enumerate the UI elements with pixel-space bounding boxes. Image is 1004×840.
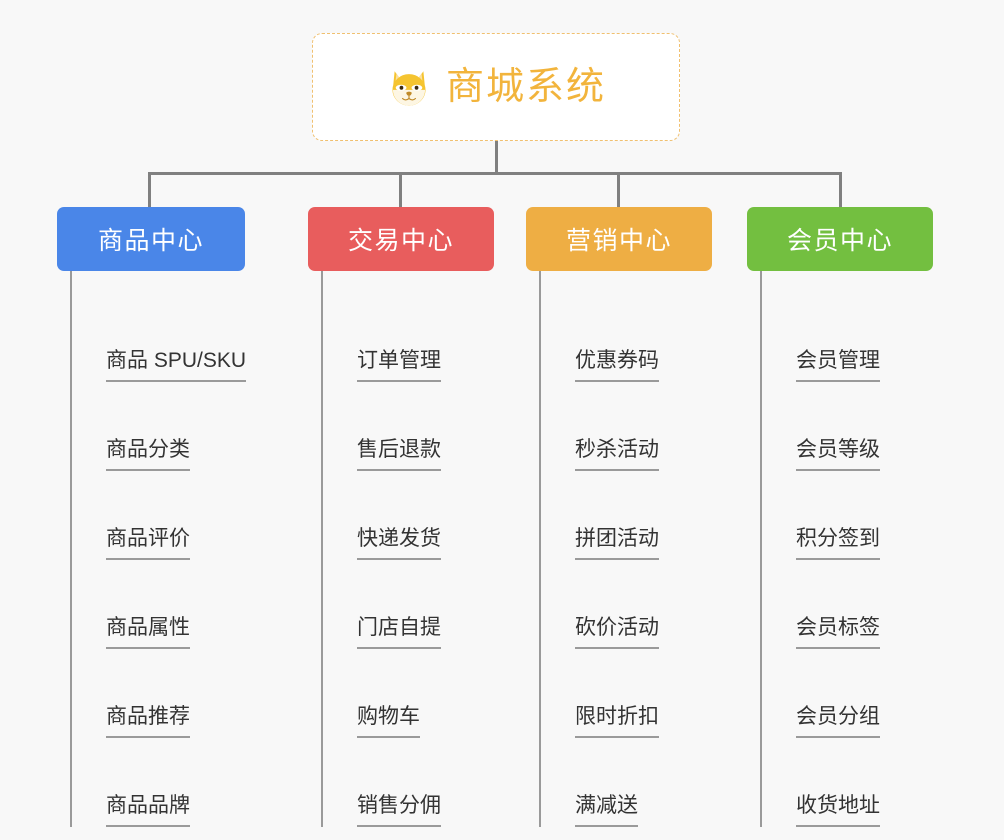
- list-item[interactable]: 满减送: [541, 738, 712, 827]
- leaf-label: 会员管理: [796, 348, 880, 382]
- list-item[interactable]: 拼团活动: [541, 471, 712, 560]
- list-item[interactable]: 商品品牌: [72, 738, 245, 827]
- list-item[interactable]: 商品 SPU/SKU: [72, 293, 247, 382]
- leaf-list-trade-center: 订单管理 售后退款 快递发货 门店自提 购物车 销售分佣: [321, 271, 494, 827]
- list-item[interactable]: 限时折扣: [541, 649, 712, 738]
- list-item[interactable]: 商品属性: [72, 560, 245, 649]
- category-box-member-center[interactable]: 会员中心: [747, 207, 933, 271]
- list-item[interactable]: 购物车: [323, 649, 494, 738]
- leaf-label: 商品分类: [106, 437, 190, 471]
- list-item[interactable]: 优惠券码: [541, 293, 712, 382]
- leaf-list-member-center: 会员管理 会员等级 积分签到 会员标签 会员分组 收货地址: [760, 271, 933, 827]
- category-label: 营销中心: [565, 227, 672, 255]
- leaf-label: 砍价活动: [575, 615, 659, 649]
- leaf-label: 售后退款: [357, 437, 441, 471]
- column-trade-center: 交易中心 订单管理 售后退款 快递发货 门店自提 购物车 销售分佣: [308, 207, 494, 827]
- category-box-product-center[interactable]: 商品中心: [57, 207, 245, 271]
- leaf-label: 商品属性: [106, 615, 190, 649]
- leaf-label: 会员等级: [796, 437, 880, 471]
- category-label: 会员中心: [786, 227, 893, 255]
- leaf-label: 秒杀活动: [575, 437, 659, 471]
- list-item[interactable]: 会员管理: [762, 293, 933, 382]
- list-item[interactable]: 商品评价: [72, 471, 245, 560]
- leaf-label: 商品 SPU/SKU: [106, 348, 247, 382]
- leaf-label: 商品推荐: [106, 704, 190, 738]
- list-item[interactable]: 会员标签: [762, 560, 933, 649]
- column-marketing-center: 营销中心 优惠券码 秒杀活动 拼团活动 砍价活动 限时折扣 满减送: [526, 207, 712, 827]
- connector-horizontal-bar: [148, 172, 842, 175]
- connector-drop-trade-center: [399, 172, 402, 208]
- leaf-label: 购物车: [357, 704, 420, 738]
- root-node-label: 商城系统: [445, 66, 606, 108]
- list-item[interactable]: 收货地址: [762, 738, 933, 827]
- list-item[interactable]: 售后退款: [323, 382, 494, 471]
- leaf-label: 收货地址: [796, 793, 880, 827]
- leaf-label: 拼团活动: [575, 526, 659, 560]
- leaf-label: 积分签到: [796, 526, 880, 560]
- list-item[interactable]: 会员分组: [762, 649, 933, 738]
- leaf-label: 会员标签: [796, 615, 880, 649]
- leaf-list-product-center: 商品 SPU/SKU 商品分类 商品评价 商品属性 商品推荐 商品品牌: [70, 271, 247, 827]
- category-box-trade-center[interactable]: 交易中心: [308, 207, 494, 271]
- list-item[interactable]: 商品推荐: [72, 649, 245, 738]
- category-label: 交易中心: [347, 227, 454, 255]
- connector-drop-product-center: [148, 172, 151, 208]
- connector-stem: [495, 141, 498, 174]
- list-item[interactable]: 积分签到: [762, 471, 933, 560]
- leaf-label: 商品评价: [106, 526, 190, 560]
- list-item[interactable]: 商品分类: [72, 382, 245, 471]
- category-box-marketing-center[interactable]: 营销中心: [526, 207, 712, 271]
- list-item[interactable]: 销售分佣: [323, 738, 494, 827]
- leaf-label: 订单管理: [357, 348, 441, 382]
- list-item[interactable]: 订单管理: [323, 293, 494, 382]
- leaf-label: 快递发货: [357, 526, 441, 560]
- connector-drop-member-center: [839, 172, 842, 208]
- leaf-label: 门店自提: [357, 615, 441, 649]
- category-label: 商品中心: [97, 227, 204, 255]
- connector-drop-marketing-center: [617, 172, 620, 208]
- leaf-list-marketing-center: 优惠券码 秒杀活动 拼团活动 砍价活动 限时折扣 满减送: [539, 271, 712, 827]
- leaf-label: 优惠券码: [575, 348, 659, 382]
- root-node-mall-system[interactable]: 商城系统: [312, 33, 680, 141]
- shiba-dog-face-icon: [386, 64, 432, 110]
- list-item[interactable]: 秒杀活动: [541, 382, 712, 471]
- column-product-center: 商品中心 商品 SPU/SKU 商品分类 商品评价 商品属性 商品推荐 商品品牌: [57, 207, 247, 827]
- leaf-label: 商品品牌: [106, 793, 190, 827]
- list-item[interactable]: 快递发货: [323, 471, 494, 560]
- leaf-label: 限时折扣: [575, 704, 659, 738]
- list-item[interactable]: 门店自提: [323, 560, 494, 649]
- leaf-label: 会员分组: [796, 704, 880, 738]
- leaf-label: 销售分佣: [357, 793, 441, 827]
- column-member-center: 会员中心 会员管理 会员等级 积分签到 会员标签 会员分组 收货地址: [747, 207, 933, 827]
- leaf-label: 满减送: [575, 793, 638, 827]
- list-item[interactable]: 砍价活动: [541, 560, 712, 649]
- list-item[interactable]: 会员等级: [762, 382, 933, 471]
